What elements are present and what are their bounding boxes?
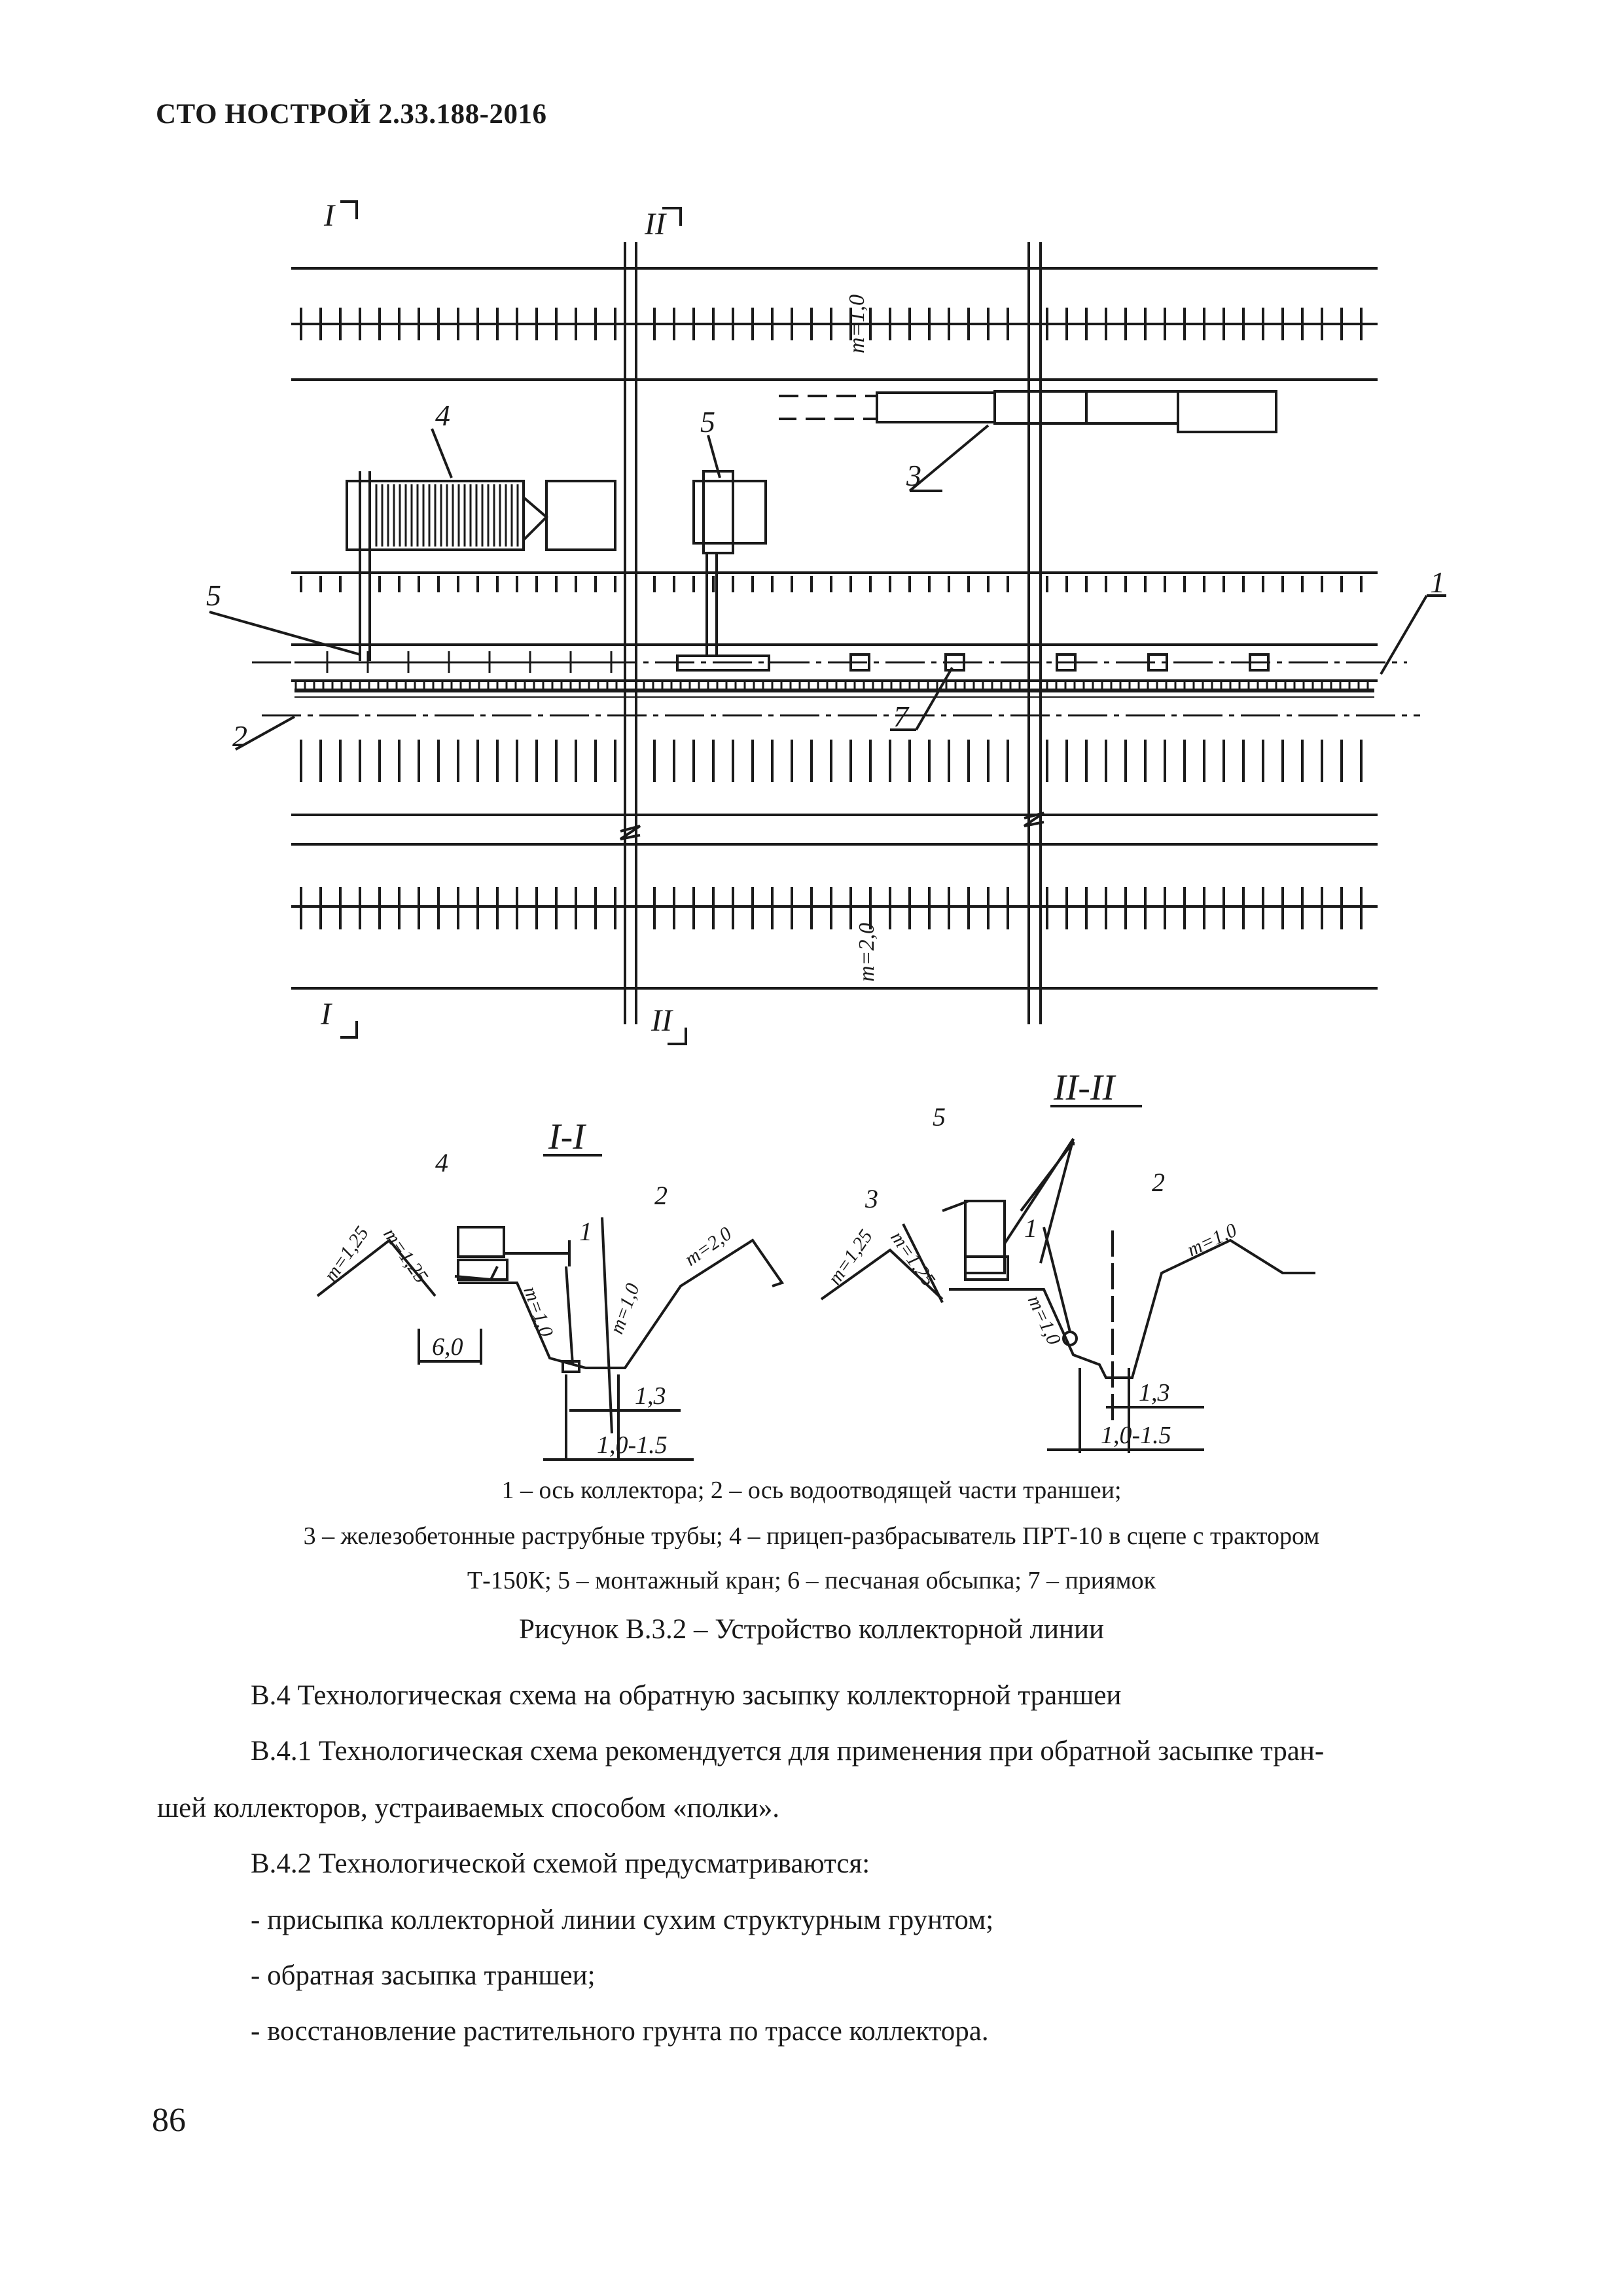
section-mark-i-bottom: I bbox=[320, 997, 332, 1031]
paragraph-b4-heading: В.4 Технологическая схема на обратную за… bbox=[251, 1680, 1122, 1711]
section-title-i-i: I-I bbox=[548, 1117, 586, 1157]
plan-label-4: 4 bbox=[435, 399, 450, 432]
section1-slope-1: m=1,25 bbox=[320, 1223, 373, 1285]
section2-label-5: 5 bbox=[933, 1102, 946, 1132]
section2-dim-width: 1,0-1.5 bbox=[1101, 1422, 1171, 1449]
paragraph-b42: В.4.2 Технологической схемой предусматри… bbox=[251, 1848, 870, 1879]
section2-dim-13: 1,3 bbox=[1139, 1379, 1170, 1407]
plan-slope-top: m=1,0 bbox=[845, 295, 869, 353]
collector-line-drawing: I II I II 1 2 3 4 5 5 7 m=1,0 m=2,0 I-I … bbox=[206, 198, 1446, 1461]
section1-slope-4: m=1,0 bbox=[519, 1283, 557, 1340]
section-mark-i-top: I bbox=[323, 198, 336, 233]
paragraph-b41-line2: шей коллекторов, устраиваемых способом «… bbox=[157, 1793, 780, 1823]
document-code-header: СТО НОСТРОЙ 2.33.188-2016 bbox=[156, 99, 547, 130]
plan-slope-bottom: m=2,0 bbox=[855, 923, 879, 982]
section1-dim-13: 1,3 bbox=[635, 1382, 666, 1410]
section2-slope-2: m=1,25 bbox=[886, 1227, 939, 1290]
section1-label-4: 4 bbox=[435, 1148, 448, 1177]
section1-label-2: 2 bbox=[654, 1181, 668, 1210]
plan-label-7: 7 bbox=[893, 700, 910, 733]
section-mark-ii-top: II bbox=[644, 207, 667, 242]
plan-label-2: 2 bbox=[232, 719, 247, 753]
paragraph-b41-line1: В.4.1 Технологическая схема рекомендуетс… bbox=[251, 1736, 1325, 1767]
section2-label-2: 2 bbox=[1152, 1168, 1165, 1197]
plan-label-5-top: 5 bbox=[700, 405, 715, 439]
plan-label-1: 1 bbox=[1430, 565, 1445, 599]
plan-label-3: 3 bbox=[906, 459, 921, 492]
figure-title: Рисунок В.3.2 – Устройство коллекторной … bbox=[518, 1614, 1105, 1645]
section1-label-1: 1 bbox=[579, 1217, 592, 1246]
section1-dim-6: 6,0 bbox=[432, 1333, 463, 1361]
section1-dim-width: 1,0-1.5 bbox=[597, 1431, 668, 1459]
bullet-item-2: - обратная засыпка траншеи; bbox=[251, 1960, 596, 1991]
page-number: 86 bbox=[152, 2102, 186, 2139]
plan-label-5-left: 5 bbox=[206, 579, 221, 612]
section-mark-ii-bottom: II bbox=[651, 1003, 673, 1038]
caption-line-3: Т-150К; 5 – монтажный кран; 6 – песчаная… bbox=[467, 1567, 1156, 1594]
bullet-item-3: - восстановление растительного грунта по… bbox=[251, 2016, 989, 2047]
section2-label-1: 1 bbox=[1024, 1213, 1037, 1243]
section1-slope-2: m=1,25 bbox=[379, 1224, 432, 1287]
section1-slope-5: m=1,0 bbox=[606, 1280, 644, 1336]
section2-label-3: 3 bbox=[865, 1184, 878, 1213]
bullet-item-1: - присыпка коллекторной линии сухим стру… bbox=[251, 1905, 994, 1935]
caption-line-1: 1 – ось коллектора; 2 – ось водоотводяще… bbox=[501, 1477, 1122, 1504]
caption-line-2: 3 – железобетонные раструбные трубы; 4 –… bbox=[303, 1522, 1320, 1550]
section2-slope-3: m=1,0 bbox=[1184, 1219, 1240, 1261]
section1-slope-3: m=2,0 bbox=[681, 1223, 736, 1270]
section-title-ii-ii: II-II bbox=[1053, 1067, 1116, 1108]
